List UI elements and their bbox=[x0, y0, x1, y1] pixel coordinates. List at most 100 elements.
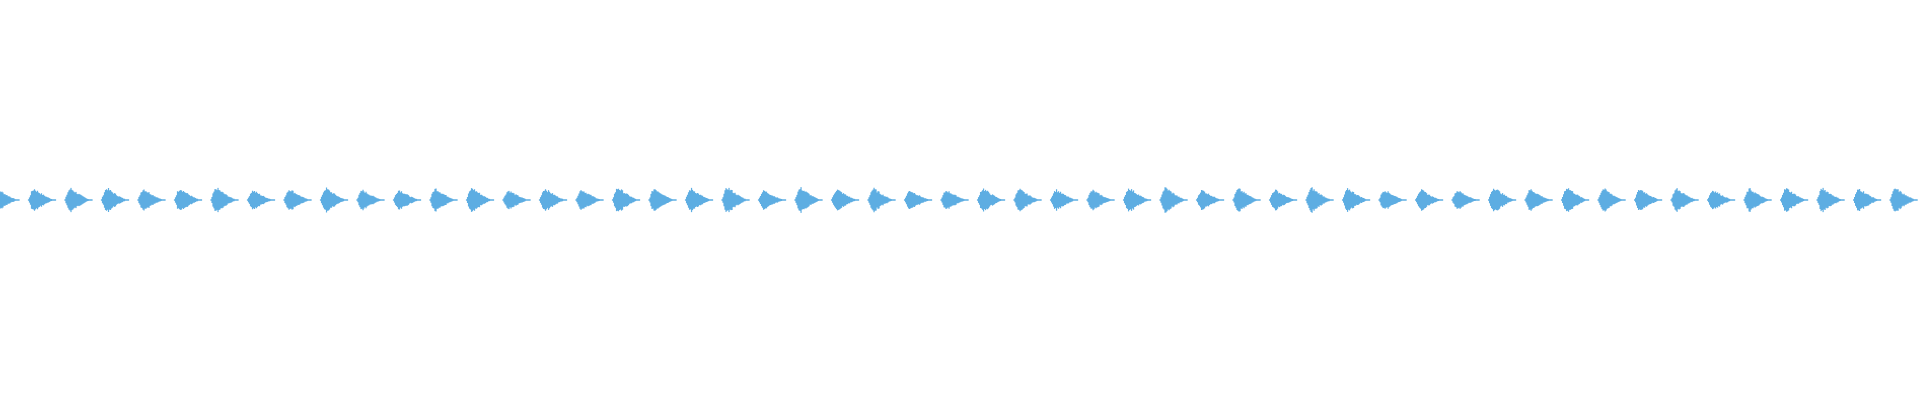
waveform-pulse bbox=[27, 189, 57, 211]
waveform-pulse-shape bbox=[648, 189, 677, 211]
waveform-pulse-shape bbox=[1597, 188, 1626, 212]
waveform-pulse-shape bbox=[1013, 188, 1042, 212]
waveform-pulse bbox=[246, 190, 276, 210]
waveform-pulse bbox=[210, 187, 239, 213]
waveform-pulse-shape bbox=[1487, 188, 1517, 212]
waveform-pulse bbox=[465, 188, 495, 212]
waveform-pulse bbox=[1487, 188, 1517, 212]
waveform-pulse-shape bbox=[1086, 189, 1115, 211]
waveform-pulse-shape bbox=[210, 187, 239, 213]
waveform-pulse-shape bbox=[684, 187, 714, 213]
waveform-pulse-shape bbox=[611, 188, 641, 212]
waveform-pulse-shape bbox=[1122, 188, 1152, 212]
waveform-pulse-shape bbox=[100, 188, 130, 212]
waveform-pulse-shape bbox=[757, 190, 787, 210]
waveform-pulse-shape bbox=[246, 190, 276, 210]
waveform-pulse bbox=[429, 188, 458, 212]
waveform-pulse-shape bbox=[1633, 190, 1663, 210]
waveform-pulse bbox=[1086, 189, 1115, 211]
waveform-pulse-shape bbox=[1816, 187, 1845, 213]
waveform-pulse bbox=[1597, 188, 1626, 212]
waveform-pulse bbox=[64, 187, 93, 213]
waveform-pulse bbox=[830, 189, 860, 211]
waveform-pulse bbox=[173, 190, 203, 210]
waveform-pulse-shape bbox=[1341, 188, 1371, 212]
waveform-pulse-shape bbox=[940, 191, 969, 209]
waveform-pulse bbox=[611, 188, 641, 212]
waveform-pulse-shape bbox=[903, 191, 933, 209]
waveform-pulse-shape bbox=[1889, 188, 1918, 212]
waveform-pulse-shape bbox=[1524, 189, 1553, 211]
waveform-pulse bbox=[940, 191, 969, 209]
waveform-pulse-shape bbox=[27, 189, 57, 211]
waveform-pulse-shape bbox=[64, 187, 93, 213]
waveform-pulse bbox=[1049, 189, 1079, 211]
waveform-pulse bbox=[575, 190, 604, 210]
waveform-pulse bbox=[1779, 188, 1809, 212]
waveform-pulse bbox=[1451, 191, 1480, 209]
waveform-pulse-shape bbox=[429, 188, 458, 212]
waveform-pulse-shape bbox=[1743, 188, 1772, 212]
waveform-pulse bbox=[1195, 190, 1225, 210]
waveform-pulse bbox=[1341, 188, 1371, 212]
waveform-pulse bbox=[976, 188, 1006, 212]
waveform-pulse bbox=[1633, 190, 1663, 210]
waveform-pulse bbox=[1232, 188, 1261, 212]
waveform-pulse bbox=[319, 187, 349, 213]
waveform-pulse bbox=[1816, 187, 1845, 213]
waveform-pulse bbox=[1706, 190, 1736, 210]
waveform-pulse-shape bbox=[867, 187, 896, 213]
waveform-pulse bbox=[903, 191, 933, 209]
waveform-pulse bbox=[1414, 189, 1444, 211]
waveform-pulse-shape bbox=[392, 190, 422, 210]
waveform-pulse bbox=[1524, 189, 1553, 211]
waveform-pulse bbox=[794, 187, 823, 213]
waveform-pulse bbox=[1889, 188, 1918, 212]
waveform-pulse-shape bbox=[1779, 188, 1809, 212]
waveform-pulse-shape bbox=[1451, 191, 1480, 209]
waveform-pulse bbox=[1159, 187, 1188, 213]
waveform-pulse-shape bbox=[1232, 188, 1261, 212]
waveform-pulse bbox=[283, 190, 312, 210]
waveform-pulse-shape bbox=[173, 190, 203, 210]
waveform-pulse-shape bbox=[502, 190, 531, 210]
waveform-pulse bbox=[1122, 188, 1152, 212]
waveform-pulse bbox=[356, 189, 385, 211]
waveform-pulse-shape bbox=[1853, 189, 1882, 211]
waveform-pulse-shape bbox=[1195, 190, 1225, 210]
waveform-pulse bbox=[1013, 188, 1042, 212]
waveform-pulse-shape bbox=[1305, 187, 1334, 213]
waveform-pulse bbox=[1378, 191, 1407, 209]
waveform-pulse-shape bbox=[0, 191, 20, 209]
waveform-pulse bbox=[1268, 189, 1298, 211]
waveform-pulse-shape bbox=[1378, 191, 1407, 209]
waveform-pulse bbox=[867, 187, 896, 213]
waveform-pulse bbox=[392, 190, 422, 210]
waveform-pulse-shape bbox=[976, 188, 1006, 212]
waveform-pulse-shape bbox=[356, 189, 385, 211]
waveform-pulse bbox=[1743, 188, 1772, 212]
waveform-pulse-shape bbox=[575, 190, 604, 210]
waveform-pulse-shape bbox=[283, 190, 312, 210]
waveform-pulse-shape bbox=[1268, 189, 1298, 211]
waveform-pulse-shape bbox=[1670, 188, 1699, 212]
waveform-pulse bbox=[1670, 188, 1699, 212]
waveform-pulse-shape bbox=[538, 189, 568, 211]
waveform-pulse-shape bbox=[1706, 190, 1736, 210]
waveform-pulse bbox=[721, 187, 750, 213]
waveform-pulse-shape bbox=[465, 188, 495, 212]
waveform-pulse-shape bbox=[1159, 187, 1188, 213]
waveform-pulse bbox=[648, 189, 677, 211]
waveform-pulse-shape bbox=[830, 189, 860, 211]
waveform-pulse-shape bbox=[1560, 188, 1590, 212]
waveform-pulse bbox=[757, 190, 787, 210]
waveform-pulse-shape bbox=[1049, 189, 1079, 211]
waveform-pulse bbox=[100, 188, 130, 212]
waveform-pulse bbox=[1305, 187, 1334, 213]
waveform-pulse bbox=[502, 190, 531, 210]
waveform-pulse-shape bbox=[137, 189, 166, 211]
waveform-pulse-shape bbox=[1414, 189, 1444, 211]
waveform-pulse bbox=[137, 189, 166, 211]
waveform-pulse bbox=[1853, 189, 1882, 211]
